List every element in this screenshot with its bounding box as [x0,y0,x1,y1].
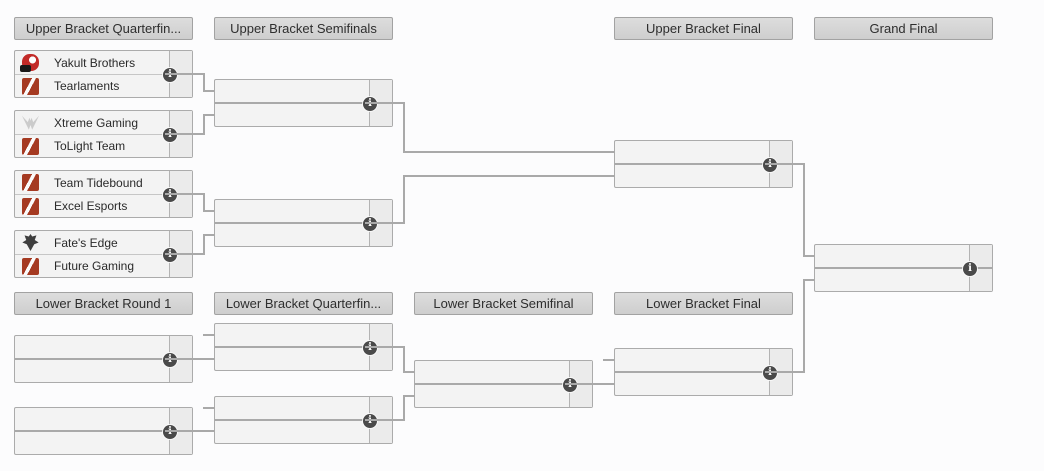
connector-line [165,73,205,75]
match-ub-sf1: i [214,79,393,127]
match-info-icon[interactable]: i [163,68,177,82]
match-divider [215,222,392,224]
connector-line [365,102,405,104]
match-divider [15,430,192,432]
connector-line [165,133,205,135]
header-lb-semifinal: Lower Bracket Semifinal [414,292,593,315]
team-row: Fate's Edge [15,231,192,254]
connector-line [203,114,205,135]
connector-line [203,73,205,92]
match-divider [15,358,192,360]
header-ub-quarterfinals: Upper Bracket Quarterfin... [14,17,193,40]
header-lb-round1: Lower Bracket Round 1 [14,292,193,315]
team-logo-icon [22,234,39,251]
team-row: Excel Esports [15,194,192,217]
match-divider [615,371,792,373]
match-ub-qf2: Xtreme Gaming ToLight Team i [14,110,193,158]
connector-line [403,395,405,421]
team-name[interactable]: Excel Esports [54,199,128,213]
team-logo-icon [20,54,39,72]
team-name[interactable]: Tearlaments [54,79,120,93]
header-ub-final: Upper Bracket Final [614,17,793,40]
connector-line [403,102,405,153]
match-info-icon[interactable]: i [363,97,377,111]
connector-line [203,334,215,336]
team-name[interactable]: Future Gaming [54,259,135,273]
connector-line [203,234,205,255]
connector-line [365,419,405,421]
match-info-icon[interactable]: i [163,353,177,367]
connector-line [203,90,215,92]
connector-line [203,193,205,212]
connector-line [165,430,215,432]
team-name[interactable]: Yakult Brothers [54,55,136,70]
match-info-icon[interactable]: i [363,414,377,428]
header-ub-semifinals: Upper Bracket Semifinals [214,17,393,40]
match-info-icon[interactable]: i [363,341,377,355]
connector-line [203,210,215,212]
team-logo-icon [22,197,39,215]
connector-line [803,279,805,373]
team-logo-icon [22,174,39,191]
team-logo-icon [22,115,39,130]
match-info-icon[interactable]: i [163,128,177,142]
team-name[interactable]: Team Tidebound [54,175,143,190]
match-divider [215,419,392,421]
match-lb-r1m1: i [14,335,193,383]
team-name[interactable]: Fate's Edge [54,235,118,250]
match-divider [415,383,592,385]
connector-line [403,395,415,397]
match-divider [215,346,392,348]
team-row: Tearlaments [15,74,192,97]
connector-line [365,222,405,224]
connector-line [803,279,815,281]
match-info-icon[interactable]: i [163,188,177,202]
header-grand-final: Grand Final [814,17,993,40]
match-info-icon[interactable]: i [763,366,777,380]
match-divider [215,102,392,104]
team-name[interactable]: ToLight Team [54,139,126,153]
team-logo-icon [22,257,39,275]
connector-line [403,151,615,153]
connector-line [603,359,615,361]
connector-line [165,358,215,360]
connector-line [203,114,215,116]
team-row: Team Tidebound [15,171,192,194]
match-divider [615,163,792,165]
match-info-icon[interactable]: i [163,248,177,262]
match-lb-qf2: i [214,396,393,444]
connector-line [403,175,615,177]
match-grand-final: i [814,244,993,292]
team-row: Xtreme Gaming [15,111,192,134]
team-logo-icon [22,77,39,95]
connector-line [203,234,215,236]
match-info-icon[interactable]: i [163,425,177,439]
connector-line [403,371,415,373]
connector-line [765,371,805,373]
connector-line [403,175,405,224]
connector-line [565,383,615,385]
team-row: Yakult Brothers [15,51,192,74]
match-info-icon[interactable]: i [363,217,377,231]
match-info-icon[interactable]: i [963,262,977,276]
connector-line [765,163,805,165]
connector-line [165,253,205,255]
header-lb-quarterfinals: Lower Bracket Quarterfin... [214,292,393,315]
team-row: ToLight Team [15,134,192,157]
match-info-icon[interactable]: i [763,158,777,172]
connector-line [165,193,205,195]
team-row: Future Gaming [15,254,192,277]
connector-line [803,255,815,257]
connector-line [365,346,405,348]
header-lb-final: Lower Bracket Final [614,292,793,315]
team-name[interactable]: Xtreme Gaming [54,115,139,130]
match-divider [815,267,992,269]
connector-line [403,346,405,373]
team-logo-icon [22,137,39,155]
connector-line [203,407,215,409]
match-lb-r1m2: i [14,407,193,455]
match-info-icon[interactable]: i [563,378,577,392]
connector-line [803,163,805,257]
